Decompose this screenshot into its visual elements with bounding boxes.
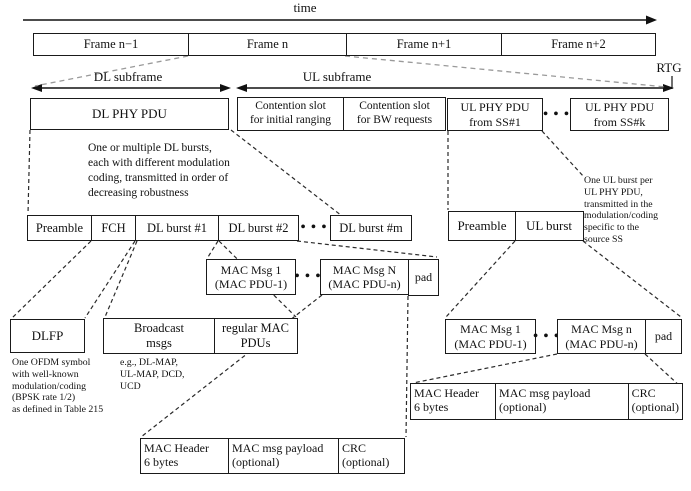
contention-slot-ranging-box: Contention slot for initial ranging [237, 97, 344, 131]
dl-mac-header-cell: MAC Header 6 bytes [144, 441, 209, 470]
ul-mac-msg-n-box: MAC Msg n (MAC PDU-n) [557, 319, 646, 354]
ul-mac-row-ellipsis: • • • [533, 328, 560, 344]
contention-slot-bw-box: Contention slot for BW requests [343, 97, 446, 131]
ul-phy-pdu-ss1-box: UL PHY PDU from SS#1 [447, 98, 543, 131]
ulburst-to-macmsg-right-dashed-line [582, 240, 682, 318]
dl-mac-crc-cell: CRC (optional) [338, 439, 404, 473]
fch-to-dlfp-left-dashed-line [11, 240, 92, 319]
ul-subframe-right-arrow-head-icon [663, 84, 674, 92]
dl-mac-payload-cell: MAC msg payload (optional) [228, 439, 338, 473]
macmsgn-to-ulstruct-left-dashed-line [412, 353, 558, 384]
dl-burst-1-box: DL burst #1 [135, 215, 219, 241]
ul-mac-payload-cell: MAC msg payload (optional) [495, 384, 628, 419]
dl-subframe-right-arrow-head-icon [220, 84, 231, 92]
dl-mac-pdu-structure-row: MAC Header 6 bytes MAC msg payload (opti… [140, 438, 405, 474]
ul-mac-header-cell: MAC Header 6 bytes [414, 386, 479, 415]
frame-cell: Frame n−1 [83, 37, 139, 51]
dl-burst-row-ellipsis: • • • [300, 220, 328, 235]
burst2-to-macmsg-left-dashed-line [207, 240, 219, 258]
broadcast-msgs-box: Broadcast msgs [103, 318, 215, 354]
fch-box: FCH [91, 215, 136, 241]
dlphy-to-burstm-dashed-line [230, 129, 343, 217]
phy-row-ellipsis: • • • [543, 106, 570, 122]
dl-bursts-note: One or multiple DL bursts, each with dif… [88, 142, 230, 199]
ul-mac-pdu-structure-row: MAC Header 6 bytes MAC msg payload (opti… [410, 383, 683, 420]
dlfp-note: One OFDM symbol with well-known modulati… [12, 357, 104, 415]
frame-row: Frame n−1 Frame n Frame n+1 Frame n+2 [33, 33, 656, 56]
burst2-to-macmsg-right-dashed-line [296, 240, 438, 258]
macmsgn-to-ulstruct-right-dashed-line [644, 353, 682, 388]
ul-burst-box: UL burst [514, 211, 584, 241]
rtg-label: RTG [656, 60, 682, 75]
ul-subframe-label: UL subframe [302, 69, 372, 84]
ul-phy-pdu-ssk-box: UL PHY PDU from SS#k [570, 98, 669, 131]
ul-pad-box: pad [645, 319, 682, 354]
dl-preamble-box: Preamble [27, 215, 92, 241]
ulburst-to-macmsg-left-dashed-line [445, 240, 516, 318]
dl-phy-pdu-box: DL PHY PDU [30, 98, 229, 130]
dlfp-box: DLFP [10, 319, 85, 353]
ul-burst-note: One UL burst per UL PHY PDU, transmitted… [584, 175, 659, 245]
macmsgN-to-struct-right-dashed-line [405, 295, 409, 438]
frame-cell: Frame n+1 [346, 34, 501, 55]
ul-subframe-left-arrow-head-icon [236, 84, 247, 92]
dl-mac-msg-n-box: MAC Msg N (MAC PDU-n) [320, 259, 409, 295]
time-label: time [293, 0, 317, 15]
fch-to-dlfp-right-dashed-line [84, 240, 136, 319]
dl-burst-2-box: DL burst #2 [218, 215, 299, 241]
frame-cell: Frame n+2 [501, 34, 655, 55]
dl-subframe-left-arrow-head-icon [31, 84, 42, 92]
dl-mac-row-ellipsis: • • • [294, 269, 322, 284]
ul-mac-msg-1-box: MAC Msg 1 (MAC PDU-1) [445, 319, 536, 354]
dl-mac-msg-1-box: MAC Msg 1 (MAC PDU-1) [206, 259, 296, 295]
ul-preamble-box: Preamble [448, 211, 516, 241]
regular-mac-pdus-box: regular MAC PDUs [213, 318, 298, 354]
ul-mac-crc-cell: CRC (optional) [627, 384, 682, 419]
broadcast-note: e.g., DL-MAP, UL-MAP, DCD, UCD [120, 357, 185, 392]
dlphy-to-preamble-dashed-line [27, 129, 31, 215]
time-arrow-head-icon [646, 15, 657, 25]
dl-burst-m-box: DL burst #m [330, 215, 412, 241]
dl-pad-box: pad [408, 259, 439, 296]
ulphy-to-ulburst-note-dashed-line [541, 130, 585, 178]
frame-n-to-dl-subframe-dashed-line [34, 55, 189, 87]
frame-cell: Frame n [188, 34, 346, 55]
dl-subframe-label: DL subframe [93, 69, 163, 84]
